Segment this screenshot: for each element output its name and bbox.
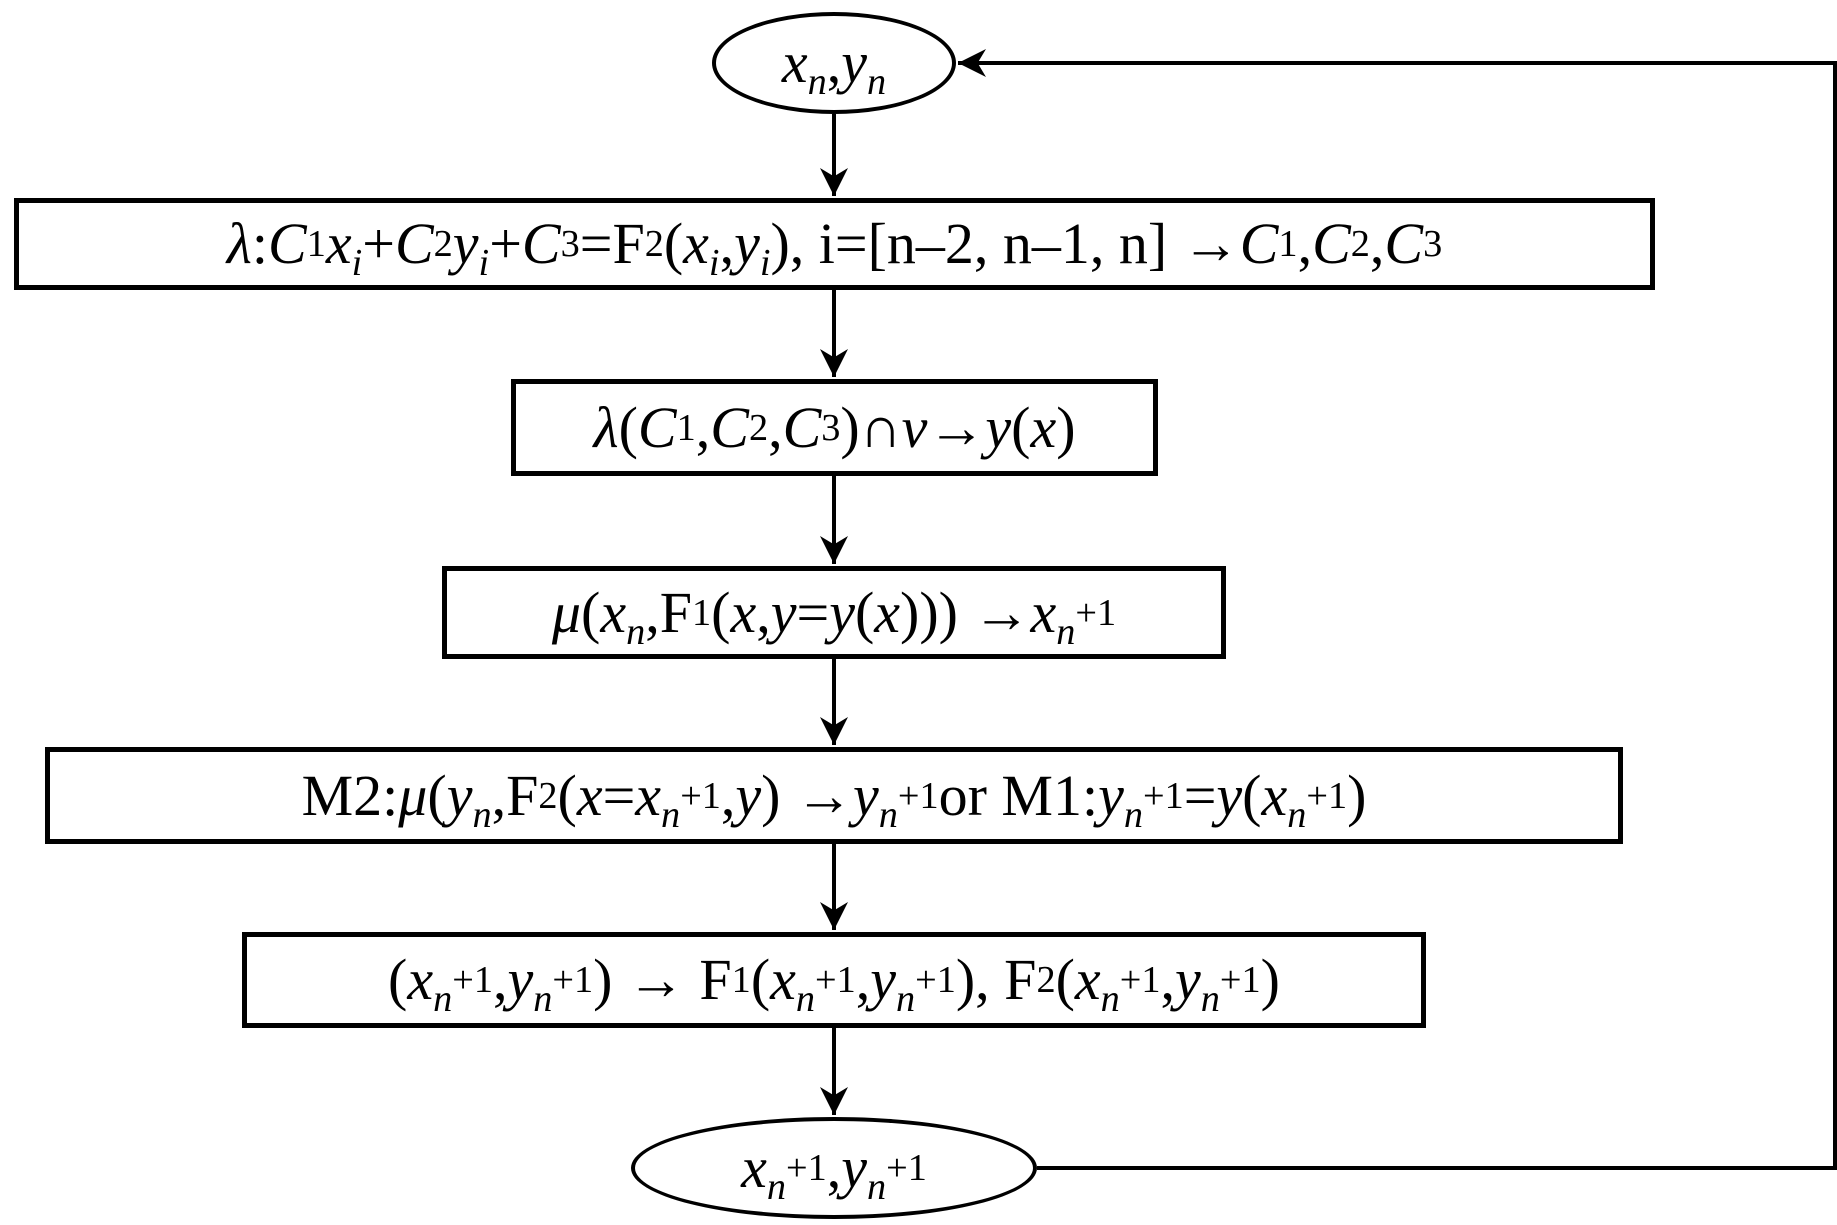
loop-back-arrow [958,49,1837,1170]
end-node: xn+1,yn+1 [631,1117,1037,1219]
start-node: xn,yn [712,12,956,114]
